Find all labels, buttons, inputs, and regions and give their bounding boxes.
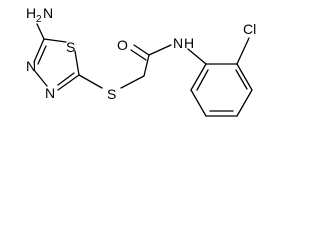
bond-ph-cl [236,37,250,65]
structure-canvas: H 2 N S N N S O N H Cl [26,5,256,117]
atom-chlorine: Cl [243,21,256,37]
bond-ph-c6-c1 [190,63,207,91]
atom-amine-sub: 2 [36,14,42,25]
atom-thiadiazole-s: S [66,39,75,55]
atom-ring-n-lower: N [45,85,55,101]
atom-labels: H 2 N S N N S O N H Cl [26,5,256,102]
atom-amide-n: N [173,35,183,51]
molecule-diagram: H 2 N S N N S O N H Cl [26,5,256,117]
bond-co-o [133,44,150,56]
bond-s1-c2 [74,50,80,76]
atom-amine-h: H [26,5,36,21]
bond-c5-s1 [43,38,67,43]
bond-ph-c5-c6 [190,89,207,117]
bond-ph-inner-1 [235,69,248,90]
bonds [33,23,253,117]
atom-amide-h: H [184,35,194,51]
bond-c2-n3 [57,74,80,91]
bond-c2-n3-double [57,72,75,86]
atom-ring-n-upper: N [26,58,36,74]
bond-co-o-double [130,49,147,61]
atom-thioether-s: S [107,86,116,102]
bond-nh-phenyl [187,48,207,65]
bond-ph-inner-3 [196,69,209,91]
atom-carbonyl-o: O [117,37,128,53]
bond-n4-c5 [33,38,45,63]
bond-ph-c3-c4 [236,89,253,117]
bond-co-nh [148,44,172,56]
bond-n4-c5-double [37,45,47,65]
atom-amine-n: N [43,5,53,21]
bond-c2-s [78,74,103,89]
bond-nh2-c5 [36,23,45,40]
bond-s-ch2 [120,75,145,89]
bond-ch2-co [143,54,150,77]
bond-n3-n4 [33,69,48,87]
bond-ph-c2-c3 [236,63,253,91]
